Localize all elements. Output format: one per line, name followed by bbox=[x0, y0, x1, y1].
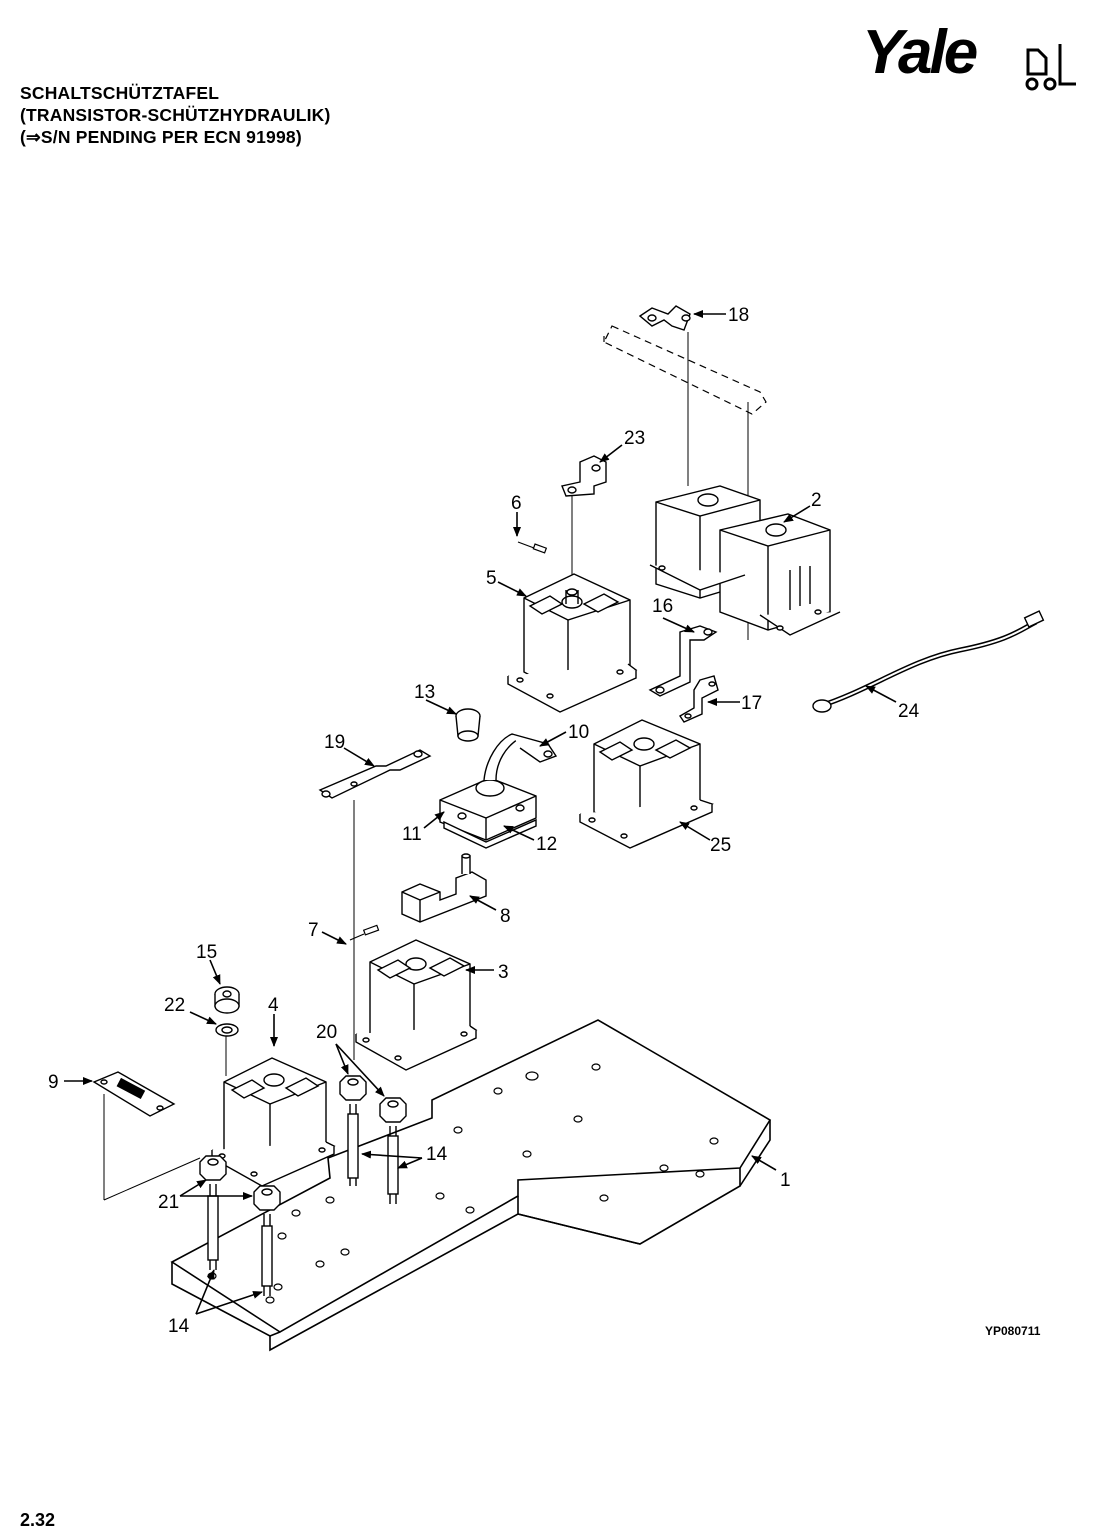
cable-24 bbox=[812, 610, 1045, 713]
nut-15 bbox=[214, 986, 240, 1014]
dashed-busbar bbox=[603, 325, 767, 415]
callout-15: 15 bbox=[196, 942, 217, 963]
base-plate bbox=[170, 1019, 772, 1352]
label-plate-9 bbox=[92, 1071, 176, 1117]
callout-24: 24 bbox=[898, 701, 920, 722]
callout-labels: 18 23 2 6 5 16 17 24 13 10 19 11 12 25 8… bbox=[48, 305, 920, 1337]
callout-22: 22 bbox=[164, 995, 185, 1016]
callout-8: 8 bbox=[500, 906, 511, 927]
contactor-25 bbox=[579, 719, 714, 849]
callout-11: 11 bbox=[402, 824, 422, 845]
nut-21-left bbox=[199, 1155, 227, 1181]
callout-5: 5 bbox=[486, 568, 497, 589]
standoff-14-d bbox=[261, 1214, 273, 1296]
callout-3: 3 bbox=[498, 962, 509, 983]
title-line-1: SCHALTSCHÜTZTAFEL bbox=[20, 83, 220, 103]
bracket-23 bbox=[561, 455, 607, 497]
logo-wordmark: Yale bbox=[862, 18, 978, 87]
callout-16: 16 bbox=[652, 596, 673, 617]
washer-22 bbox=[215, 1023, 239, 1037]
callout-20: 20 bbox=[316, 1022, 337, 1043]
contactor-3 bbox=[355, 939, 478, 1071]
contactor-5 bbox=[507, 573, 638, 713]
yale-logo: Yale bbox=[862, 18, 1077, 100]
callout-14-a: 14 bbox=[426, 1144, 448, 1165]
nut-20-right bbox=[379, 1097, 407, 1123]
callout-14-b: 14 bbox=[168, 1316, 190, 1337]
pin-7 bbox=[349, 924, 380, 941]
callout-13: 13 bbox=[414, 682, 435, 703]
nut-20-left bbox=[339, 1075, 367, 1101]
callout-19: 19 bbox=[324, 732, 345, 753]
callout-12: 12 bbox=[536, 834, 557, 855]
callout-7: 7 bbox=[308, 920, 319, 941]
title-line-3: (⇒S/N PENDING PER ECN 91998) bbox=[20, 127, 302, 147]
callout-17: 17 bbox=[741, 693, 762, 714]
callout-10: 10 bbox=[568, 722, 589, 743]
callout-6: 6 bbox=[511, 493, 522, 514]
leader-lines bbox=[64, 310, 897, 1315]
standoff-14-b bbox=[387, 1126, 399, 1204]
pin-6 bbox=[517, 541, 548, 554]
double-contactor-2 bbox=[649, 485, 841, 636]
bracket-16 bbox=[648, 625, 718, 697]
bracket-8 bbox=[401, 853, 487, 923]
callout-21: 21 bbox=[158, 1192, 179, 1213]
callout-18: 18 bbox=[728, 305, 749, 326]
busbar-bracket-18 bbox=[638, 305, 691, 331]
contactor-4 bbox=[211, 1057, 336, 1187]
callout-25: 25 bbox=[710, 835, 731, 856]
link-bar-19 bbox=[318, 749, 432, 799]
figure-code: YP080711 bbox=[985, 1324, 1041, 1338]
standoff-14-a bbox=[347, 1104, 359, 1186]
callout-4: 4 bbox=[268, 995, 279, 1016]
cap-13 bbox=[455, 708, 481, 742]
base-plate-holes bbox=[207, 1063, 719, 1304]
callout-2: 2 bbox=[811, 490, 822, 511]
page-number: 2.32 bbox=[20, 1510, 56, 1530]
nut-21-right bbox=[253, 1185, 281, 1211]
forklift-icon bbox=[1025, 44, 1076, 91]
callout-23: 23 bbox=[624, 428, 645, 449]
bracket-17 bbox=[679, 675, 719, 723]
standoff-14-c bbox=[207, 1184, 219, 1270]
page-title: SCHALTSCHÜTZTAFEL (TRANSISTOR-SCHÜTZHYDR… bbox=[20, 82, 331, 148]
diode-assembly bbox=[439, 733, 558, 849]
callout-9: 9 bbox=[48, 1072, 59, 1093]
callout-1: 1 bbox=[780, 1170, 791, 1191]
title-line-2: (TRANSISTOR-SCHÜTZHYDRAULIK) bbox=[20, 105, 331, 125]
